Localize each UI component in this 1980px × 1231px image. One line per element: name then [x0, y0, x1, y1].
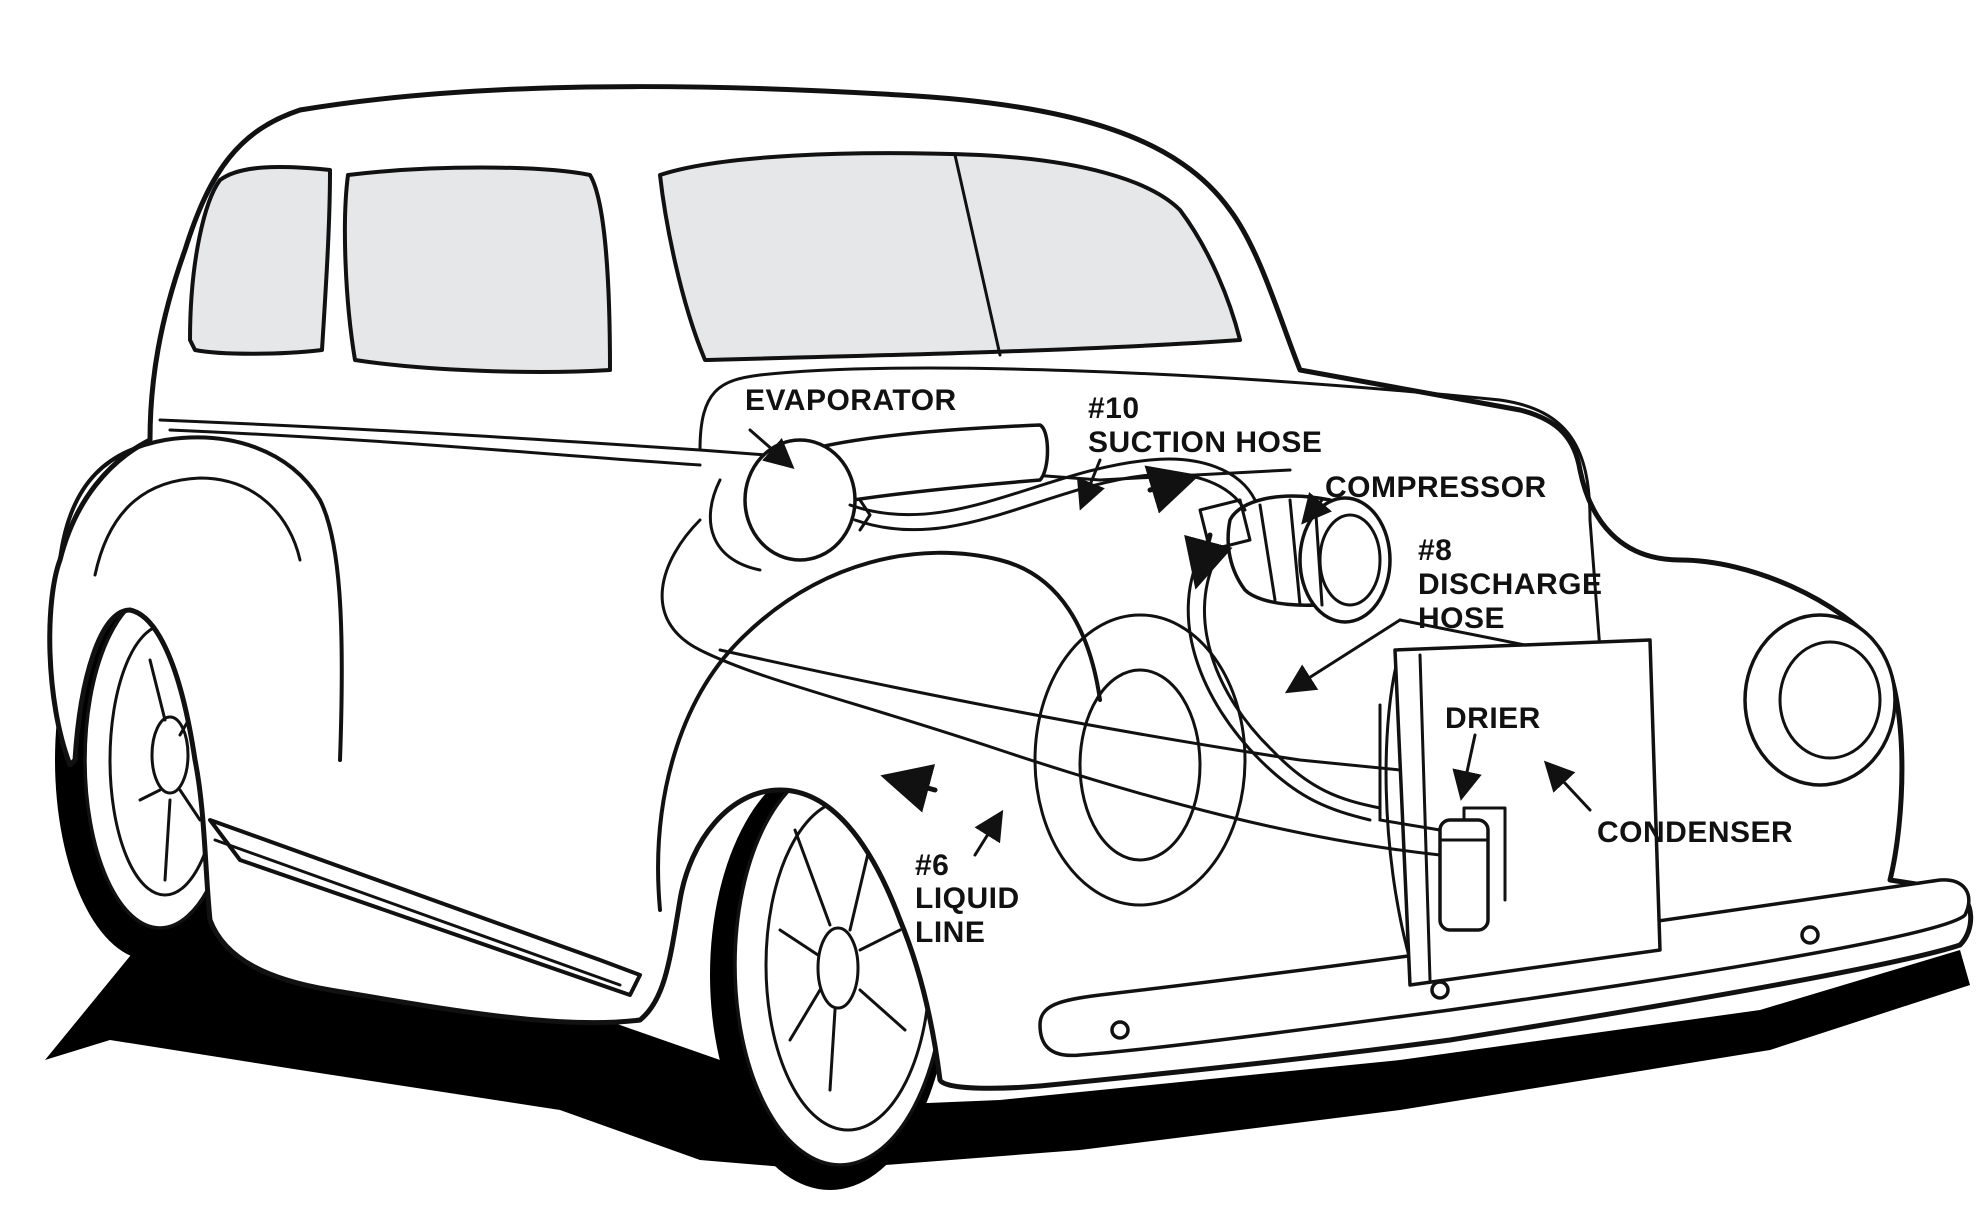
- liquid-line-label-2: LINE: [915, 916, 985, 949]
- suction-hose-label: SUCTION HOSE: [1088, 426, 1322, 459]
- liquid-line-label: LIQUID: [915, 882, 1020, 915]
- discharge-hose: [1186, 553, 1372, 822]
- suction-hose-label-number: #10: [1088, 392, 1140, 425]
- front-fender: [656, 550, 1102, 912]
- grille: [1384, 648, 1412, 962]
- discharge-flow-arrow: [1184, 532, 1233, 590]
- front-wheel-ring-inner: [1078, 668, 1202, 862]
- bumper-bolt: [1430, 980, 1450, 1000]
- compressor: [1198, 494, 1392, 624]
- evaporator: [708, 423, 1050, 572]
- discharge-hose-label: DISCHARGE: [1418, 568, 1603, 601]
- bumper-bolt: [1800, 925, 1820, 945]
- discharge-hose-label-number: #8: [1418, 534, 1452, 567]
- condenser-edge: [1418, 653, 1432, 982]
- headlight: [1743, 613, 1897, 787]
- discharge-hose-arrow: [1284, 618, 1402, 694]
- compressor-arrow: [1301, 491, 1332, 525]
- bumper-bolt: [1110, 1020, 1130, 1040]
- evaporator-arrow: [748, 428, 795, 469]
- rear-fender: [58, 435, 344, 762]
- hood: [698, 366, 1602, 652]
- liquid-flow-arrow: [880, 764, 938, 813]
- rear-fender-inner: [93, 476, 302, 577]
- rear-window: [188, 165, 332, 356]
- headlight-inner: [1778, 640, 1882, 760]
- drier: [1438, 806, 1507, 932]
- suction-flow-arrow: [1144, 465, 1200, 514]
- beltline: [158, 418, 1292, 482]
- discharge-hose-outer: [1202, 558, 1382, 810]
- car-shadow: [45, 895, 1970, 1170]
- compressor-label: COMPRESSOR: [1325, 471, 1547, 504]
- condenser: [1393, 638, 1662, 987]
- beltline-lower: [168, 428, 702, 467]
- evaporator-label: EVAPORATOR: [745, 384, 957, 417]
- condenser-arrow: [1543, 760, 1592, 812]
- liquid-line-label-number: #6: [915, 849, 949, 882]
- side-window: [342, 165, 612, 374]
- suction-hose-arrow: [1076, 458, 1105, 511]
- discharge-hose-label-2: HOSE: [1418, 602, 1505, 635]
- condenser-line: [1378, 703, 1442, 832]
- windshield: [658, 151, 1242, 362]
- liquid-line-arrow: [973, 809, 1004, 857]
- fender-crease: [718, 648, 1602, 792]
- condenser-label: CONDENSER: [1597, 816, 1793, 849]
- drier-label: DRIER: [1445, 702, 1541, 735]
- running-board-trim: [213, 838, 622, 987]
- running-board: [208, 818, 642, 997]
- liquid-line: [660, 518, 1442, 857]
- suction-hose: [848, 457, 1257, 517]
- drier-arrow: [1452, 733, 1482, 801]
- windshield-divider: [953, 153, 1002, 357]
